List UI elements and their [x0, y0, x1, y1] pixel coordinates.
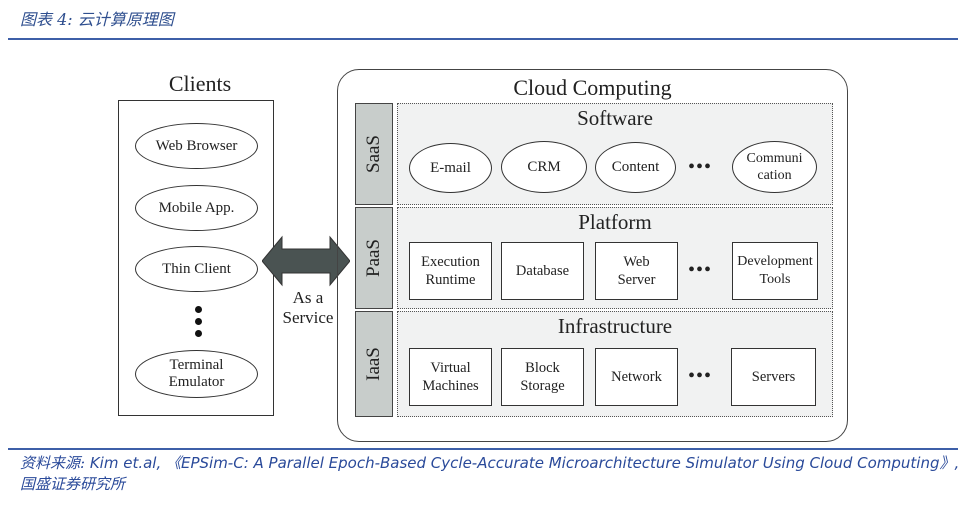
paas-label: PaaS [355, 207, 393, 309]
figure-title: 图表 4: 云计算原理图 [20, 10, 174, 29]
paas-label-text: PaaS [363, 239, 384, 277]
saas-item-communication: Communi cation [732, 141, 817, 193]
paas-item-database: Database [501, 242, 584, 300]
paas-item-development-tools: Development Tools [732, 242, 818, 300]
source-prefix: 资料来源: [20, 454, 86, 472]
iaas-ellipsis-icon: ••• [688, 365, 713, 387]
client-mobile-app: Mobile App. [135, 185, 258, 231]
client-thin-client: Thin Client [135, 246, 258, 292]
iaas-item-virtual-machines: Virtual Machines [409, 348, 492, 406]
iaas-label: IaaS [355, 311, 393, 417]
client-web-browser: Web Browser [135, 123, 258, 169]
iaas-item-network: Network [595, 348, 678, 406]
as-a-label: As a [292, 288, 324, 307]
saas-item-content: Content [595, 142, 676, 193]
source-publisher: 国盛证券研究所 [20, 475, 126, 493]
infrastructure-layer-title: Infrastructure [557, 314, 673, 338]
top-divider [8, 38, 958, 40]
saas-ellipsis-icon: ••• [688, 156, 713, 178]
cloud-computing-box [337, 69, 848, 442]
saas-label: SaaS [355, 103, 393, 205]
paas-item-web-server: Web Server [595, 242, 678, 300]
paas-item-execution-runtime: Execution Runtime [409, 242, 492, 300]
saas-item-email: E-mail [409, 143, 492, 193]
software-layer-title: Software [577, 106, 653, 130]
cloud-computing-title: Cloud Computing [513, 75, 672, 100]
saas-item-crm: CRM [501, 141, 587, 193]
saas-label-text: SaaS [363, 135, 384, 173]
iaas-label-text: IaaS [362, 347, 384, 381]
platform-layer-title: Platform [578, 210, 652, 234]
double-arrow-icon [262, 235, 350, 287]
as-a-service-label: As a Service [276, 288, 340, 328]
bottom-divider [8, 448, 958, 450]
iaas-item-servers: Servers [731, 348, 816, 406]
source-note: 资料来源: Kim et.al, 《EPSim-C: A Parallel Ep… [20, 453, 960, 495]
paas-ellipsis-icon: ••• [688, 259, 713, 281]
source-citation: Kim et.al, 《EPSim-C: A Parallel Epoch-Ba… [85, 454, 960, 472]
client-terminal-emulator: Terminal Emulator [135, 350, 258, 398]
clients-title: Clients [168, 71, 232, 96]
service-label: Service [282, 308, 334, 327]
iaas-item-block-storage: Block Storage [501, 348, 584, 406]
